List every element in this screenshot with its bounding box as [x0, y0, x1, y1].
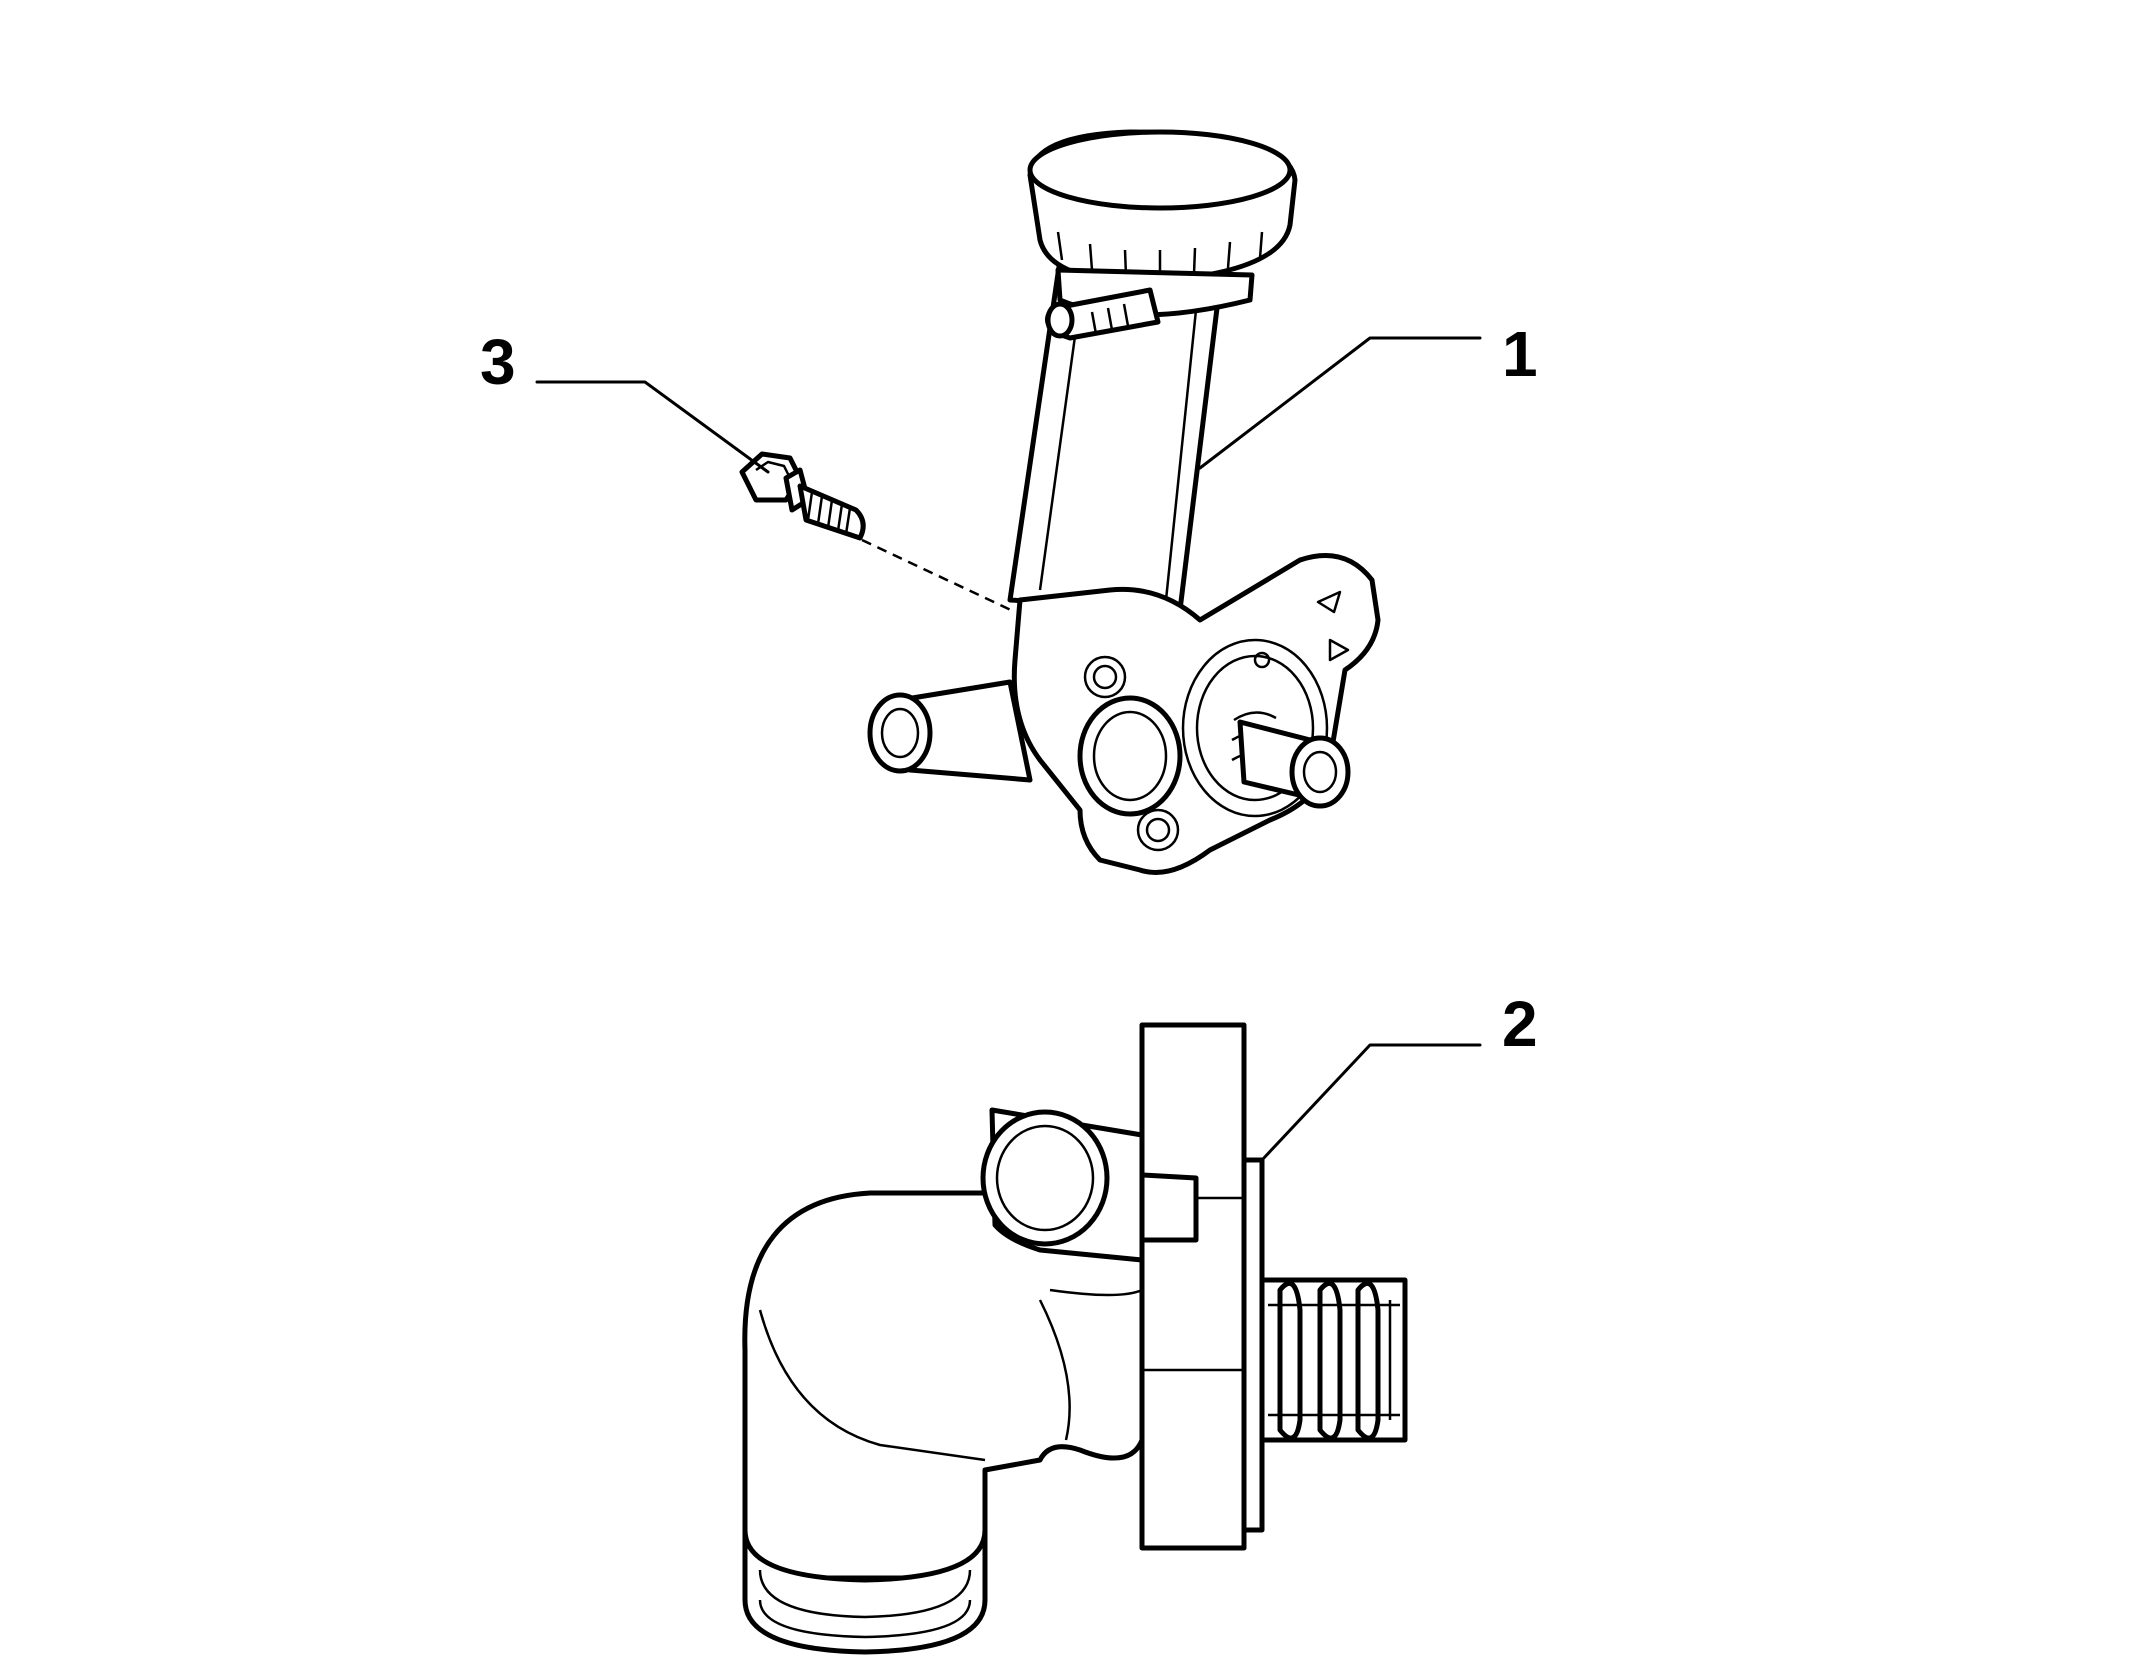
thermostat-housing-part-2: [742, 1022, 1408, 1655]
leader-line-part-3: [535, 380, 770, 474]
leader-line-part-1: [1198, 336, 1482, 470]
callout-number-1: 1: [1502, 318, 1538, 390]
thermostat-housing-part-1: [867, 129, 1381, 875]
leader-line-part-2: [1260, 1043, 1482, 1162]
alignment-dashed-line: [861, 538, 1016, 614]
callout-number-2: 2: [1502, 988, 1538, 1060]
bolt-part-3: [739, 451, 866, 541]
callout-number-3: 3: [480, 326, 516, 398]
